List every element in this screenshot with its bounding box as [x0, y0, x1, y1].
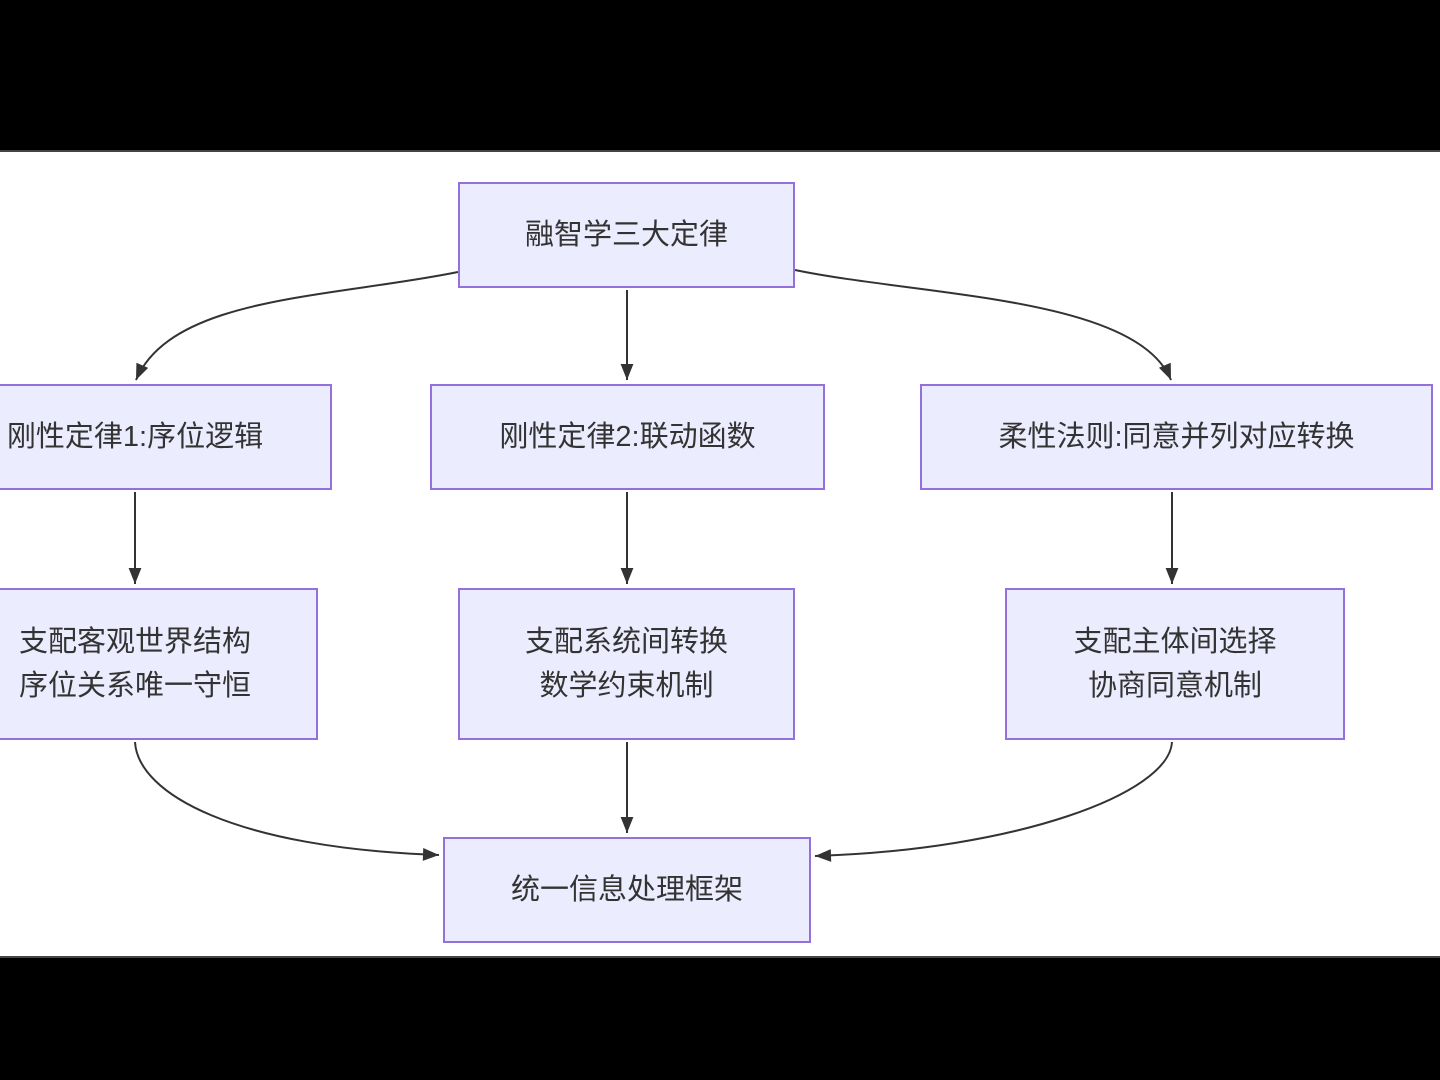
node-framework: 统一信息处理框架 — [443, 837, 811, 943]
node-law3-detail-line1: 支配主体间选择 — [1073, 626, 1277, 658]
node-law1-label: 刚性定律1:序位逻辑 — [6, 421, 264, 453]
node-root-label: 融智学三大定律 — [524, 219, 728, 251]
node-law1-detail-line2: 序位关系唯一守恒 — [18, 670, 251, 702]
node-law1-detail-line1: 支配客观世界结构 — [18, 626, 251, 658]
node-law1: 刚性定律1:序位逻辑 — [0, 384, 332, 490]
letterbox-top — [0, 0, 1440, 150]
node-law3-label: 柔性法则:同意并列对应转换 — [998, 421, 1355, 453]
node-framework-label: 统一信息处理框架 — [510, 874, 743, 906]
node-law2-detail-line1: 支配系统间转换 — [524, 626, 728, 658]
node-law3-detail-line2: 协商同意机制 — [1087, 670, 1262, 702]
node-law2-detail: 支配系统间转换 数学约束机制 — [458, 588, 795, 740]
node-law2-detail-line2: 数学约束机制 — [539, 670, 714, 702]
node-root: 融智学三大定律 — [458, 182, 795, 288]
node-law2: 刚性定律2:联动函数 — [430, 384, 825, 490]
node-law2-label: 刚性定律2:联动函数 — [499, 421, 756, 453]
node-law3: 柔性法则:同意并列对应转换 — [920, 384, 1433, 490]
node-law1-detail: 支配客观世界结构 序位关系唯一守恒 — [0, 588, 318, 740]
letterbox-bottom — [0, 958, 1440, 1080]
node-law3-detail: 支配主体间选择 协商同意机制 — [1005, 588, 1345, 740]
